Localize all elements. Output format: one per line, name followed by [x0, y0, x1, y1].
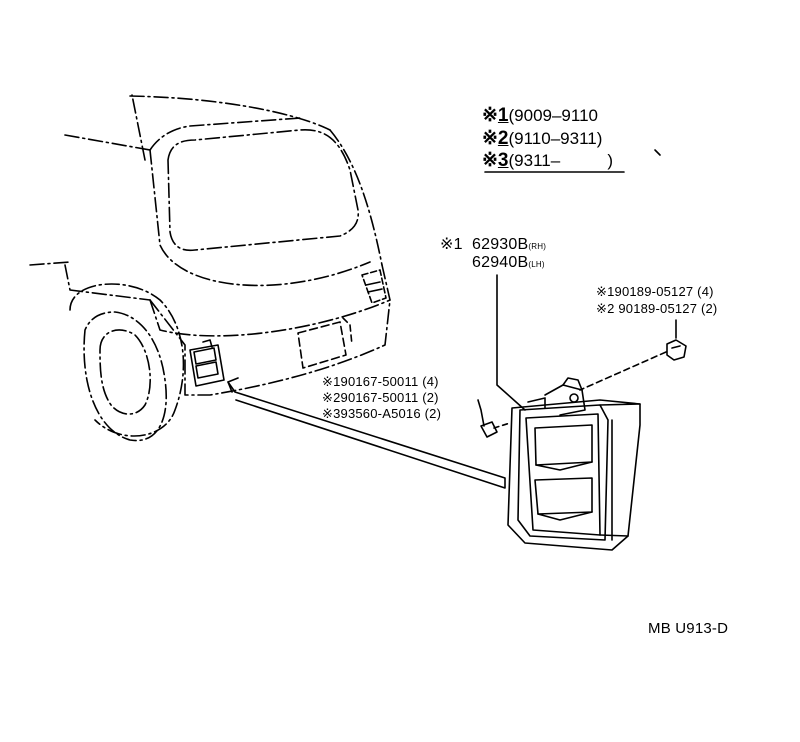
- note-mark: ※: [482, 150, 498, 171]
- car-rear-outline: [29, 94, 391, 396]
- legend-row: ※1(9009–9110: [482, 106, 598, 126]
- screw-part-3: ※393560-A5016 (2): [322, 406, 442, 421]
- lamp-leader: [496, 274, 526, 411]
- date-range: (9110–9311): [508, 129, 603, 148]
- license-plate-area: [297, 321, 347, 369]
- part-number: 62940B: [472, 254, 529, 271]
- date-range: (9311– ): [508, 151, 614, 170]
- right-clip: [579, 319, 687, 391]
- lamp-part-rh: ※1 62930B(RH): [440, 236, 546, 256]
- legend-row: ※3(9311– ): [482, 151, 613, 171]
- leader-line: [227, 381, 506, 489]
- clip-part-1: ※190189-05127 (4): [596, 284, 714, 299]
- part-number: 62930B: [472, 236, 529, 253]
- note-prefix: ※1: [440, 236, 472, 253]
- screw-part-1: ※190167-50011 (4): [322, 374, 439, 389]
- note-number: 3: [497, 150, 509, 171]
- clip-part-2: ※2 90189-05127 (2): [596, 301, 718, 316]
- note-number: 1: [497, 105, 509, 126]
- side-suffix: (LH): [528, 260, 545, 269]
- date-range: (9009–9110: [508, 106, 599, 125]
- rear-window: [167, 129, 360, 252]
- rear-wheel: [69, 283, 185, 442]
- left-screw: [477, 399, 511, 438]
- lamp-part-lh: 62940B(LH): [472, 254, 545, 274]
- figure-code: MB U913-D: [648, 620, 729, 637]
- screw-part-2: ※290167-50011 (2): [322, 390, 439, 405]
- side-suffix: (RH): [528, 242, 547, 251]
- note-mark: ※: [482, 105, 498, 126]
- legend-row: ※2(9110–9311): [482, 129, 602, 149]
- note-mark: ※: [482, 128, 498, 149]
- car-lamp-location: [189, 339, 225, 387]
- right-corner-lamp: [361, 269, 387, 304]
- lamp-housing: [507, 377, 641, 551]
- note-number: 2: [497, 128, 509, 149]
